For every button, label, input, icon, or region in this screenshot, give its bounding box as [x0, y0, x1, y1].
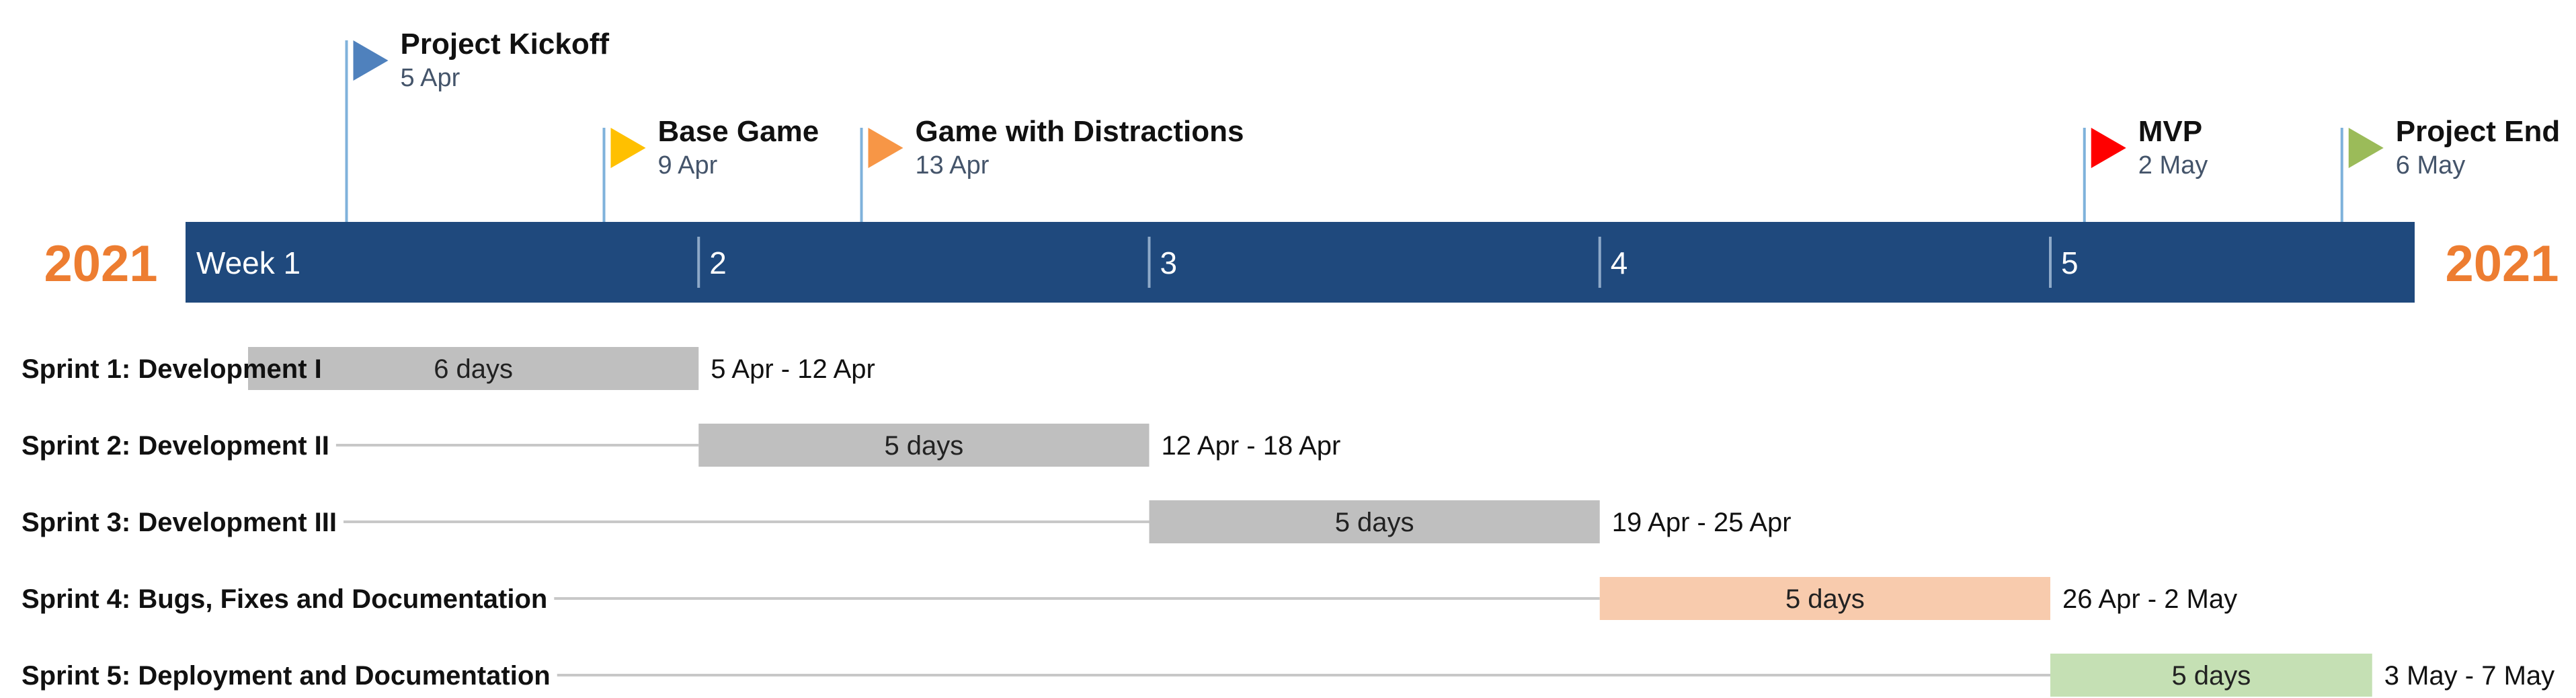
week-label: 2: [709, 245, 727, 280]
task-date-range: 3 May - 7 May: [2384, 661, 2554, 691]
task-bar: [2050, 654, 2372, 697]
milestone-title: Game with Distractions: [916, 115, 1244, 148]
task-name: Sprint 3: Development III: [22, 508, 337, 537]
task-date-range: 26 Apr - 2 May: [2062, 584, 2237, 614]
milestone-date: 6 May: [2396, 151, 2465, 180]
year-label-right: 2021: [2445, 235, 2559, 293]
task-name: Sprint 4: Bugs, Fixes and Documentation: [22, 584, 547, 614]
task-duration: 5 days: [2171, 661, 2251, 691]
week-label: 3: [1160, 245, 1178, 280]
task-date-range: 12 Apr - 18 Apr: [1162, 431, 1341, 461]
task-bar: [698, 424, 1150, 467]
milestone-title: Base Game: [658, 115, 819, 148]
milestone-date: 5 Apr: [401, 64, 460, 92]
week-label: 4: [1611, 245, 1628, 280]
milestone-title: Project Kickoff: [401, 28, 610, 61]
milestone-date: 13 Apr: [916, 151, 990, 180]
week-label: 5: [2061, 245, 2079, 280]
milestone-flag-icon: [2348, 128, 2384, 168]
milestone-title: Project End: [2396, 115, 2561, 148]
task-duration: 5 days: [884, 431, 963, 461]
task-name: Sprint 5: Deployment and Documentation: [22, 661, 551, 691]
task-name: Sprint 1: Development I: [22, 354, 322, 384]
year-label-left: 2021: [44, 235, 157, 293]
task-bar: [248, 347, 699, 390]
milestone-flag-icon: [868, 128, 903, 168]
task-duration: 6 days: [434, 354, 513, 384]
milestone-flag-icon: [2091, 128, 2126, 168]
task-date-range: 19 Apr - 25 Apr: [1612, 508, 1792, 537]
task-duration: 5 days: [1335, 508, 1414, 537]
task-bar: [1149, 500, 1600, 543]
task-duration: 5 days: [1785, 584, 1865, 614]
task-bar: [1599, 577, 2050, 620]
milestone-flag-icon: [353, 40, 389, 81]
week-label: Week 1: [196, 245, 300, 280]
milestone-flag-icon: [610, 128, 646, 168]
milestone-title: MVP: [2138, 115, 2202, 148]
milestone-date: 9 Apr: [658, 151, 718, 180]
milestone-date: 2 May: [2138, 151, 2208, 180]
task-date-range: 5 Apr - 12 Apr: [711, 354, 875, 384]
timescale-band: [186, 222, 2415, 303]
task-name: Sprint 2: Development II: [22, 431, 329, 461]
